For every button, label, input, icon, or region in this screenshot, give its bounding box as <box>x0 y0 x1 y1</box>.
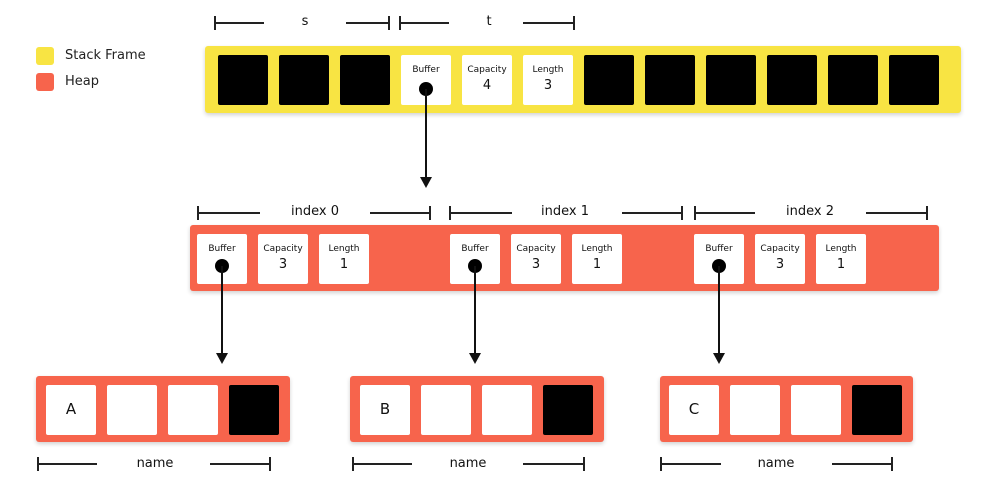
capacity-label: Capacity <box>760 244 800 254</box>
element-0-capacity-cell: Capacity 3 <box>258 234 308 284</box>
stack-slot <box>645 55 695 105</box>
name-label: name <box>136 456 174 471</box>
stack-slot <box>279 55 329 105</box>
stack-capacity-cell: Capacity 4 <box>462 55 512 105</box>
capacity-value: 3 <box>775 257 785 272</box>
pointer-arrow <box>425 89 427 178</box>
element-2-capacity-cell: Capacity 3 <box>755 234 805 284</box>
length-value: 1 <box>339 257 349 272</box>
arrow-head <box>420 177 432 188</box>
stack-slot <box>706 55 756 105</box>
length-value: 3 <box>543 78 553 93</box>
capacity-value: 4 <box>482 78 492 93</box>
heap-legend-swatch <box>36 73 54 91</box>
stack-slot <box>828 55 878 105</box>
pointer-arrow <box>718 266 720 354</box>
stack-slot <box>218 55 268 105</box>
empty-cell <box>482 385 532 435</box>
stack-frame-legend-label: Stack Frame <box>65 48 146 63</box>
buffer-label: Buffer <box>705 244 733 254</box>
char-value: B <box>379 400 391 418</box>
pointer-arrow <box>221 266 223 354</box>
pointer-arrow <box>474 266 476 354</box>
buffer-label: Buffer <box>461 244 489 254</box>
empty-cell <box>791 385 841 435</box>
unused-cell <box>229 385 279 435</box>
index-2-label: index 2 <box>786 204 834 219</box>
element-1-capacity-cell: Capacity 3 <box>511 234 561 284</box>
char-value: C <box>688 400 700 418</box>
stack-frame-legend-swatch <box>36 47 54 65</box>
heap-vec <box>190 225 939 291</box>
empty-cell <box>730 385 780 435</box>
arrow-head <box>713 353 725 364</box>
empty-cell <box>168 385 218 435</box>
capacity-label: Capacity <box>467 65 507 75</box>
element-1-length-cell: Length 1 <box>572 234 622 284</box>
t-label: t <box>486 14 492 29</box>
stack-slot <box>340 55 390 105</box>
char-cell: C <box>669 385 719 435</box>
arrow-head <box>469 353 481 364</box>
length-label: Length <box>532 65 564 75</box>
length-label: Length <box>581 244 613 254</box>
index-0-label: index 0 <box>291 204 339 219</box>
arrow-head <box>216 353 228 364</box>
unused-cell <box>852 385 902 435</box>
s-label: s <box>301 14 309 29</box>
char-cell: B <box>360 385 410 435</box>
element-0-length-cell: Length 1 <box>319 234 369 284</box>
stack-slot <box>889 55 939 105</box>
length-value: 1 <box>836 257 846 272</box>
char-cell: A <box>46 385 96 435</box>
unused-cell <box>543 385 593 435</box>
capacity-value: 3 <box>531 257 541 272</box>
heap-legend-label: Heap <box>65 74 99 89</box>
name-label: name <box>757 456 795 471</box>
stack-slot <box>767 55 817 105</box>
length-label: Length <box>825 244 857 254</box>
index-1-label: index 1 <box>541 204 589 219</box>
buffer-label: Buffer <box>412 65 440 75</box>
element-2-length-cell: Length 1 <box>816 234 866 284</box>
buffer-label: Buffer <box>208 244 236 254</box>
length-value: 1 <box>592 257 602 272</box>
capacity-value: 3 <box>278 257 288 272</box>
empty-cell <box>421 385 471 435</box>
stack-length-cell: Length 3 <box>523 55 573 105</box>
name-label: name <box>449 456 487 471</box>
capacity-label: Capacity <box>263 244 303 254</box>
length-label: Length <box>328 244 360 254</box>
empty-cell <box>107 385 157 435</box>
char-value: A <box>65 400 77 418</box>
capacity-label: Capacity <box>516 244 556 254</box>
stack-slot <box>584 55 634 105</box>
